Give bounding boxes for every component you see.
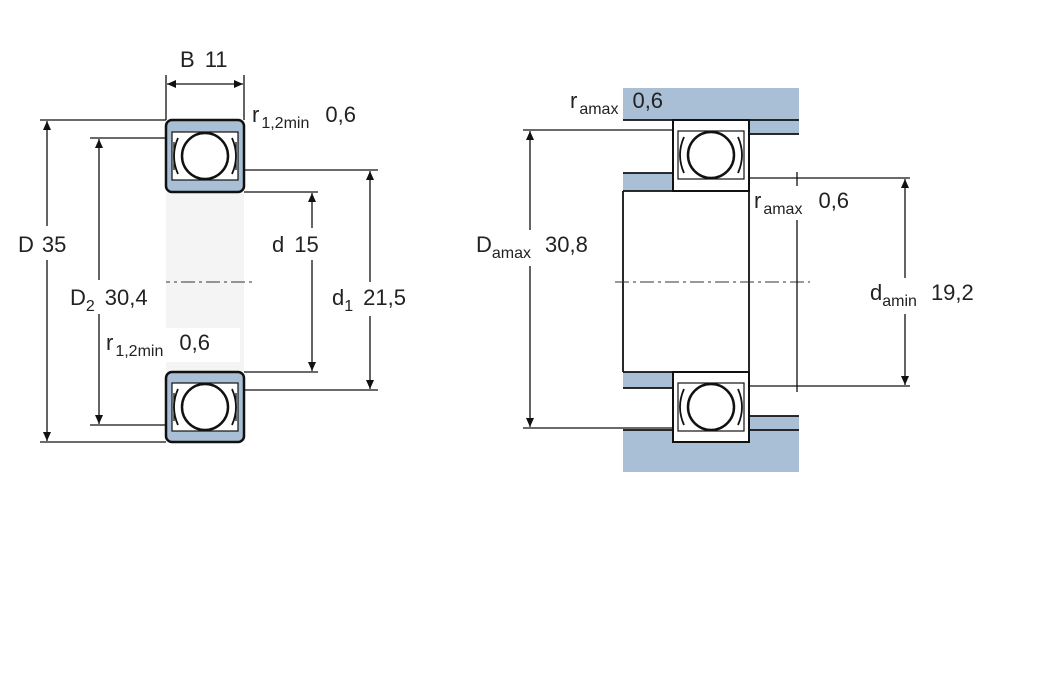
ball-bottom [180, 382, 230, 432]
shaft [622, 172, 750, 389]
mounted-bearing-top [672, 119, 750, 192]
bearing-ring-top [164, 118, 246, 194]
ball-top [180, 131, 230, 181]
bearing-ring-bottom [164, 370, 246, 444]
mounted-bearing-bottom [672, 371, 750, 443]
housing [623, 88, 799, 472]
